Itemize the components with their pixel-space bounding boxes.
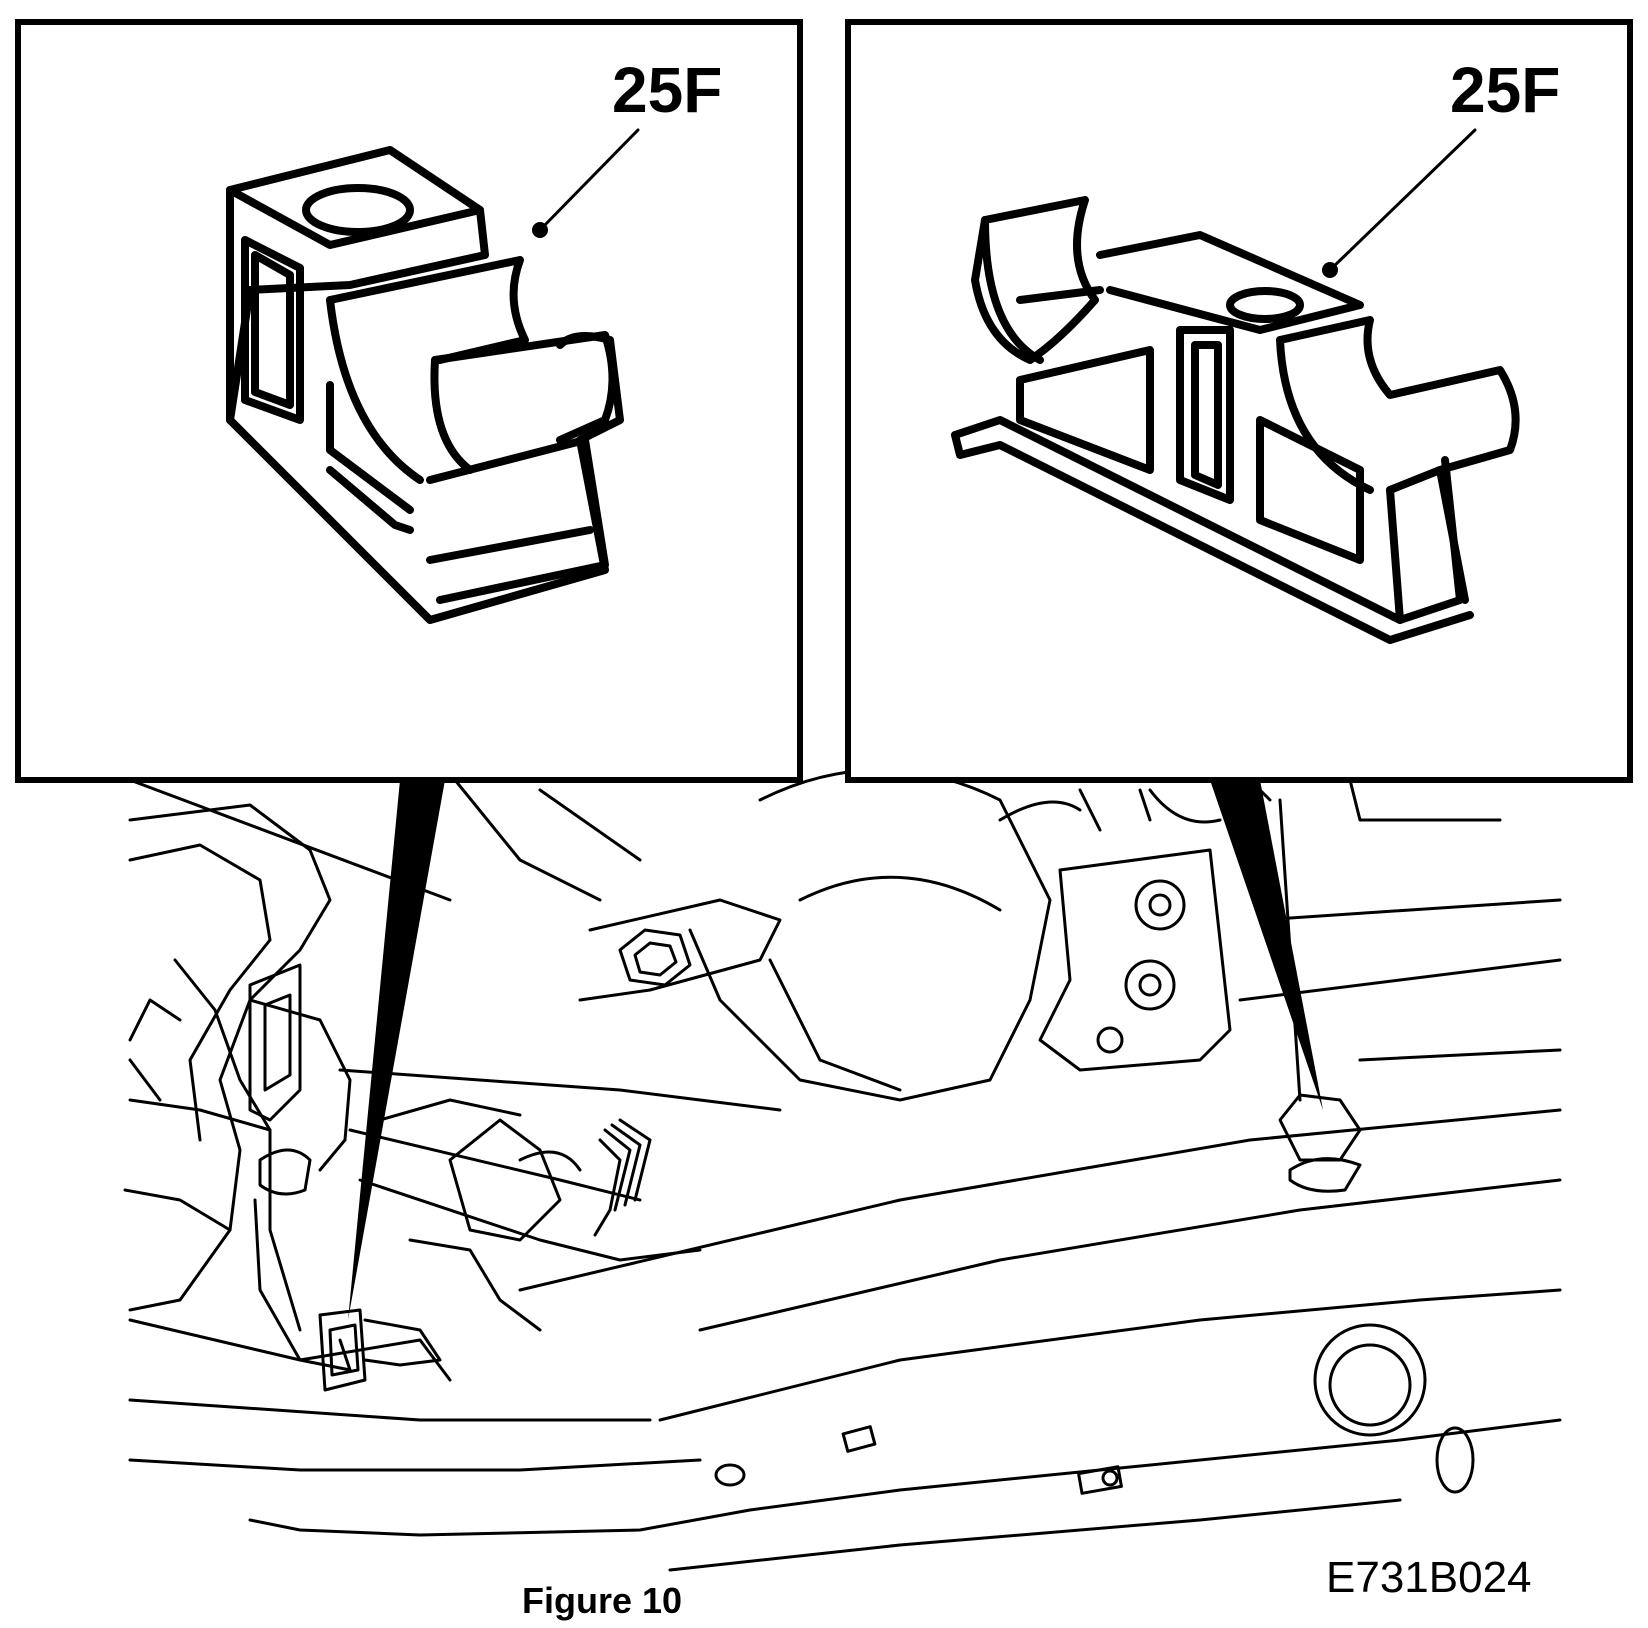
inset-2-callout-label: 25F (1450, 54, 1560, 126)
drawing-code-label: E731B024 (1326, 1553, 1532, 1602)
inset-panel-right: 25F (845, 19, 1633, 783)
inset-1-pointer (348, 780, 445, 1320)
double-cradle-bracket-icon (951, 196, 1520, 644)
inset-1-callout-label: 25F (612, 54, 722, 126)
inset-1-leader-line (538, 128, 640, 232)
inset-panel-left: 25F (15, 19, 803, 783)
inset-pointer-lines (348, 780, 1323, 1320)
inset-2-leader-line (1328, 128, 1477, 272)
inset-2-pointer (1210, 780, 1323, 1110)
figure-caption: Figure 10 (522, 1580, 682, 1621)
underbody-assembly-view (123, 698, 1562, 1572)
single-cradle-bracket-icon (226, 146, 624, 624)
